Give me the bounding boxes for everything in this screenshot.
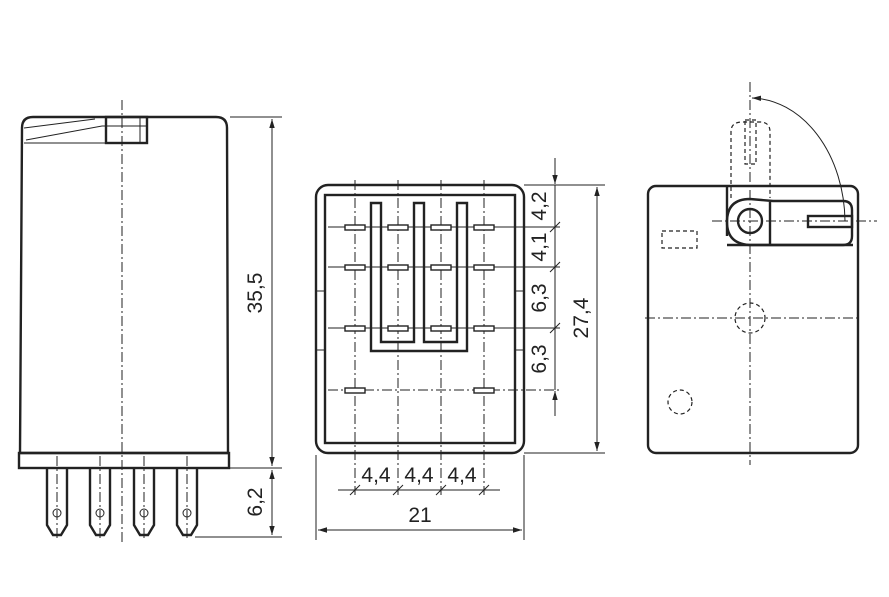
total-height-label: 27,4 [570,297,593,338]
row-spacing-label-4: 6,3 [528,344,551,373]
side-dimensions: 35,5 6,2 [195,116,282,538]
outer-housing [314,183,526,455]
end-view [645,82,877,465]
bottom-view: 4,2 4,1 6,3 6,3 27,4 4,4 4,4 4,4 21 [314,158,605,540]
side-view: 35,5 6,2 [17,100,282,545]
row-spacing-label-2: 4,1 [528,232,551,261]
lever-open-position [730,95,846,222]
inner-housing [323,193,517,445]
relay-base [17,451,231,470]
height-dimension-label: 35,5 [244,273,267,314]
hidden-indicator-window [661,230,698,249]
end-housing [646,184,860,455]
relay-body-outline [18,115,230,455]
bottom-dimensions: 4,2 4,1 6,3 6,3 27,4 4,4 4,4 4,4 21 [315,158,605,540]
hidden-led [667,389,693,415]
pin-pitch-label-3: 4,4 [447,464,477,487]
row-spacing-label-1: 4,2 [528,191,551,220]
lever [712,187,877,247]
release-latch [23,115,149,145]
coil-frame [369,201,469,353]
row-spacing-label-3: 6,3 [528,283,551,312]
pin-pitch-label-1: 4,4 [361,464,391,487]
pin-pitch-label-2: 4,4 [404,464,434,487]
hidden-center-hole [734,302,766,334]
terminals [344,224,495,394]
pins [45,454,199,542]
width-label: 21 [408,504,431,527]
pin-length-dimension-label: 6,2 [244,487,267,516]
